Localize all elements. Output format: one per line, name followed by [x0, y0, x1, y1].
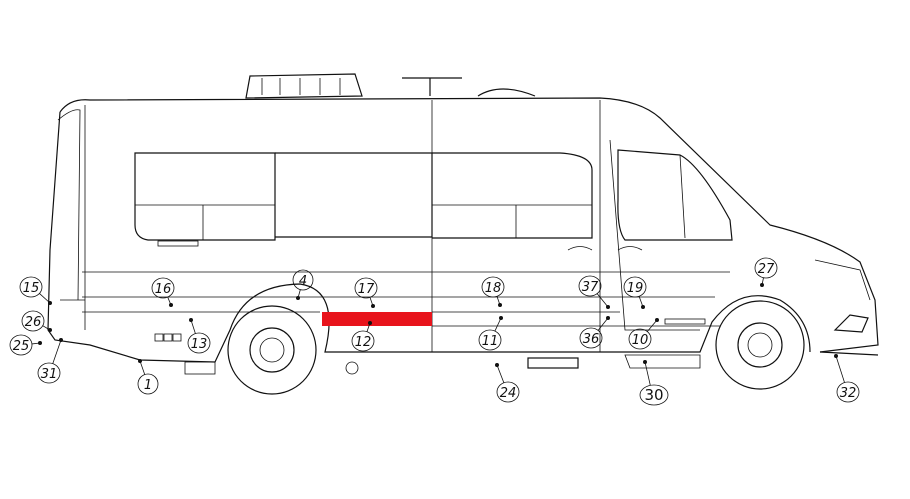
callout-30[interactable]: 30: [639, 360, 669, 406]
callout-circle: [187, 332, 211, 354]
callout-12[interactable]: 12: [351, 321, 375, 352]
callout-label: 1: [144, 378, 152, 393]
leader-line: [835, 355, 845, 383]
callout-circle: [639, 384, 669, 406]
callout-10[interactable]: 10: [628, 318, 659, 350]
callout-circle: [21, 310, 45, 332]
leader-line: [597, 317, 609, 331]
callout-dot: [189, 318, 193, 322]
leader-line: [139, 360, 146, 375]
callout-label: 11: [482, 334, 499, 349]
callout-18[interactable]: 18: [481, 276, 505, 307]
callout-dot: [169, 303, 173, 307]
callout-label: 17: [358, 282, 375, 297]
callout-24[interactable]: 24: [495, 363, 520, 403]
callout-11[interactable]: 11: [478, 316, 503, 351]
callout-circle: [478, 329, 502, 351]
callout-19[interactable]: 19: [623, 276, 647, 309]
leader-line: [190, 319, 196, 334]
callout-label: 32: [840, 386, 857, 401]
callout-circle: [151, 277, 175, 299]
callout-circle: [19, 276, 43, 298]
rear-wheel: [227, 305, 317, 395]
callout-31[interactable]: 31: [37, 338, 63, 384]
callout-36[interactable]: 36: [579, 316, 610, 349]
callout-label: 16: [155, 282, 172, 297]
callout-dot: [606, 305, 610, 309]
callout-label: 25: [13, 339, 30, 354]
callout-circle: [579, 327, 603, 349]
callout-label: 12: [355, 335, 372, 350]
callout-label: 24: [500, 386, 517, 401]
callout-dot: [59, 338, 63, 342]
callout-circle: [137, 373, 159, 395]
callout-label: 4: [299, 274, 307, 289]
callout-circle: [481, 276, 505, 298]
callout-dot: [499, 316, 503, 320]
leader-line: [496, 364, 505, 383]
callout-dot: [368, 321, 372, 325]
callout-label: 15: [23, 281, 40, 296]
callout-circle: [351, 330, 375, 352]
callout-dot: [495, 363, 499, 367]
leader-line: [494, 317, 502, 332]
callout-dot: [606, 316, 610, 320]
callout-dot: [48, 328, 52, 332]
callout-1[interactable]: 1: [137, 359, 159, 395]
callout-label: 10: [632, 333, 649, 348]
callout-32[interactable]: 32: [834, 354, 860, 403]
van-body-outline: [47, 73, 879, 375]
callout-label: 27: [758, 262, 775, 277]
callout-dot: [138, 359, 142, 363]
callout-17[interactable]: 17: [354, 277, 378, 308]
callout-dot: [296, 296, 300, 300]
leader-line: [647, 319, 658, 332]
callout-label: 13: [191, 337, 208, 352]
callout-label: 18: [485, 281, 502, 296]
callout-label: 26: [25, 315, 42, 330]
callout-dot: [655, 318, 659, 322]
callout-label: 37: [582, 280, 599, 295]
callout-dot: [38, 341, 42, 345]
leader-line: [52, 339, 62, 364]
callout-37[interactable]: 37: [578, 275, 610, 309]
callout-label: 31: [41, 367, 58, 382]
callout-dot: [643, 360, 647, 364]
callout-dot: [371, 304, 375, 308]
callout-dot: [760, 283, 764, 287]
callout-circle: [496, 381, 520, 403]
callout-circle: [578, 275, 602, 297]
callout-26[interactable]: 26: [21, 310, 52, 332]
front-wheel: [715, 300, 805, 390]
callout-label: 36: [583, 332, 600, 347]
leader-line: [596, 293, 609, 308]
highlighted-part-12[interactable]: [322, 312, 432, 326]
callout-label: 30: [644, 386, 663, 404]
leader-line: [644, 361, 651, 386]
callout-circle: [836, 381, 860, 403]
callout-circle: [37, 362, 61, 384]
callout-dot: [834, 354, 838, 358]
callout-dot: [641, 305, 645, 309]
callout-27[interactable]: 27: [754, 257, 778, 287]
callouts: 15 26 25 31 16 13 1 4 17 12 18 11 24 37 36 19 10 30 27 32: [9, 257, 860, 406]
callout-dot: [48, 301, 52, 305]
callout-label: 19: [627, 281, 644, 296]
callout-25[interactable]: 25: [9, 334, 42, 356]
callout-circle: [628, 328, 652, 350]
callout-4[interactable]: 4: [292, 269, 314, 300]
callout-circle: [9, 334, 33, 356]
leader-line: [39, 293, 51, 304]
callout-13[interactable]: 13: [187, 318, 211, 354]
callout-dot: [498, 303, 502, 307]
callout-circle: [623, 276, 647, 298]
callout-15[interactable]: 15: [19, 276, 52, 305]
callout-16[interactable]: 16: [151, 277, 175, 307]
callout-circle: [354, 277, 378, 299]
callout-circle: [754, 257, 778, 279]
callout-circle: [292, 269, 314, 291]
